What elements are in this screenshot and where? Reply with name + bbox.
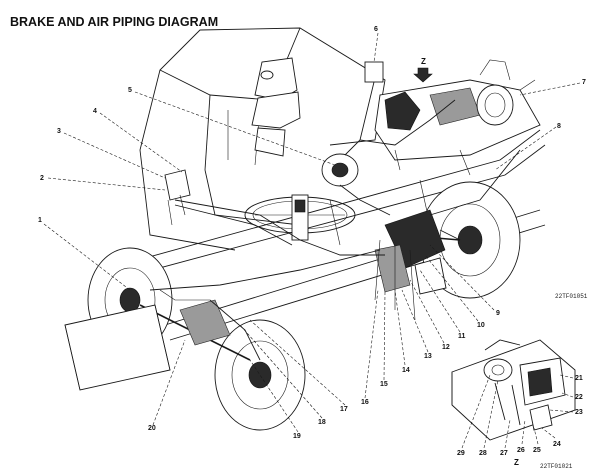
callout-5: 5 bbox=[128, 87, 132, 94]
brake-valve-cluster bbox=[374, 209, 447, 321]
callout-12: 12 bbox=[442, 344, 450, 351]
callout-11: 11 bbox=[458, 333, 466, 340]
brake-chamber-mid bbox=[321, 153, 359, 187]
view-z-arrow: Z bbox=[413, 57, 433, 83]
callout-numbers: 1 2 3 4 5 6 7 8 9 10 11 12 13 14 15 16 1… bbox=[38, 26, 586, 440]
callout-29: 29 bbox=[457, 450, 465, 457]
rear-wheel-left bbox=[419, 181, 521, 299]
page-title: BRAKE AND AIR PIPING DIAGRAM bbox=[10, 15, 218, 29]
callout-9: 9 bbox=[496, 310, 500, 317]
callout-2: 2 bbox=[40, 175, 44, 182]
callout-8: 8 bbox=[557, 123, 561, 130]
front-wheel-right bbox=[214, 319, 306, 431]
cab-outline bbox=[139, 27, 386, 251]
figure-code-main: 22TF01051 bbox=[555, 293, 588, 300]
callout-20: 20 bbox=[148, 425, 156, 432]
front-bumper-block bbox=[64, 304, 171, 391]
callout-19: 19 bbox=[293, 433, 301, 440]
callout-leaders bbox=[43, 32, 581, 433]
air-tank bbox=[364, 61, 384, 83]
callout-15: 15 bbox=[380, 381, 388, 388]
callout-21: 21 bbox=[575, 375, 583, 382]
callout-16: 16 bbox=[361, 399, 369, 406]
callout-10: 10 bbox=[477, 322, 485, 329]
callout-14: 14 bbox=[402, 367, 410, 374]
callout-18: 18 bbox=[318, 419, 326, 426]
callout-25: 25 bbox=[533, 447, 541, 454]
callout-17: 17 bbox=[340, 406, 348, 413]
callout-13: 13 bbox=[424, 353, 432, 360]
callout-23: 23 bbox=[575, 409, 583, 416]
detail-view-z: 21 22 23 24 25 26 27 28 29 Z 22TF01021 bbox=[451, 339, 583, 470]
engine-assembly bbox=[374, 59, 541, 176]
callout-3: 3 bbox=[57, 128, 61, 135]
steering-column bbox=[291, 194, 309, 241]
callout-22: 22 bbox=[575, 394, 583, 401]
callout-24: 24 bbox=[553, 441, 561, 448]
z-detail-label: Z bbox=[514, 458, 519, 467]
callout-6: 6 bbox=[374, 26, 378, 33]
air-piping bbox=[149, 81, 521, 361]
cab-brake-pedal bbox=[164, 169, 191, 226]
figure-code-detail: 22TF01021 bbox=[540, 463, 573, 470]
callout-7: 7 bbox=[582, 79, 586, 86]
callout-27: 27 bbox=[500, 450, 508, 457]
callout-28: 28 bbox=[479, 450, 487, 457]
callout-26: 26 bbox=[517, 447, 525, 454]
callout-4: 4 bbox=[93, 108, 97, 115]
front-axle bbox=[139, 299, 251, 361]
z-marker-label: Z bbox=[421, 57, 426, 66]
callout-1: 1 bbox=[38, 217, 42, 224]
